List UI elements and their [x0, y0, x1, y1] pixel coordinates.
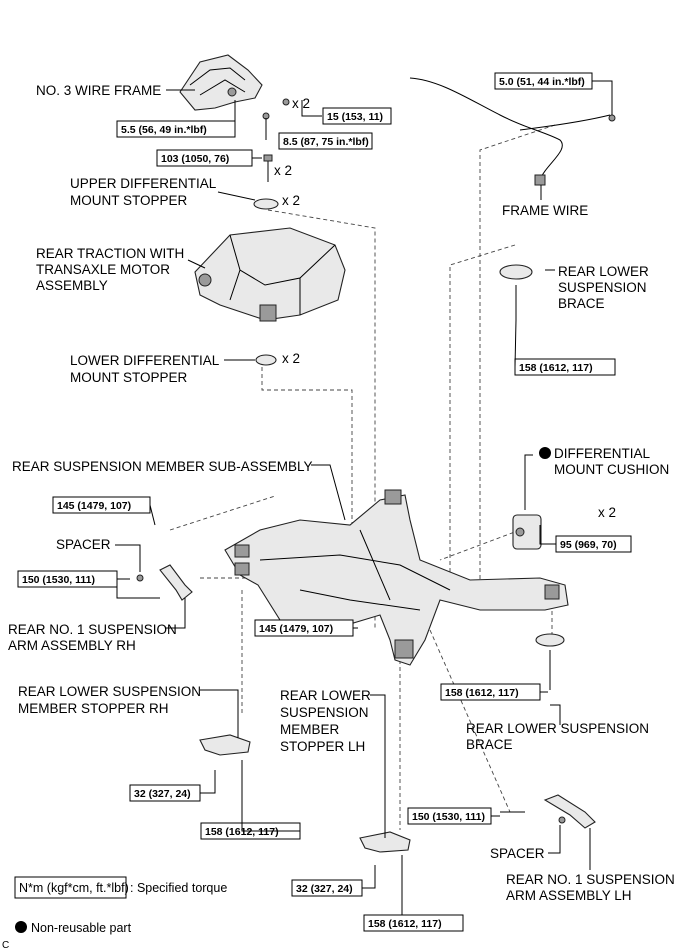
label-stopper-lh-4: STOPPER LH	[280, 739, 365, 754]
torque-150-rh: 150 (1530, 111)	[22, 574, 95, 586]
label-brace-top-2: SUSPENSION	[558, 280, 647, 295]
label-rear-traction-1: REAR TRACTION WITH	[36, 246, 184, 261]
label-brace-top-3: BRACE	[558, 296, 605, 311]
mult-95: x 2	[598, 505, 616, 520]
torque-95: 95 (969, 70)	[560, 539, 617, 551]
mult-lower: x 2	[282, 351, 300, 366]
brace-bottom	[535, 633, 565, 690]
label-upper-diff-stopper-2: MOUNT STOPPER	[70, 193, 188, 208]
label-spacer-top: SPACER	[56, 537, 111, 552]
torque-boxes	[14, 72, 632, 932]
label-brace-top-1: REAR LOWER	[558, 264, 649, 279]
label-stopper-lh-1: REAR LOWER	[280, 688, 371, 703]
label-arm-rh-2: ARM ASSEMBLY RH	[8, 638, 136, 653]
arm-lh	[500, 794, 596, 829]
legend-torque-desc: : Specified torque	[130, 881, 227, 895]
torque-158-right: 158 (1612, 117)	[445, 687, 519, 699]
bolt-103	[263, 154, 273, 182]
lower-stopper-washer	[255, 354, 277, 366]
torque-15: 15 (153, 11)	[327, 111, 383, 123]
label-arm-lh-2: ARM ASSEMBLY LH	[506, 888, 632, 903]
torque-103: 103 (1050, 76)	[161, 153, 229, 165]
label-upper-diff-stopper-1: UPPER DIFFERENTIAL	[70, 176, 217, 191]
label-stopper-rh-2: MEMBER STOPPER RH	[18, 701, 169, 716]
mult-upper: x 2	[282, 193, 300, 208]
frame-wire	[409, 77, 616, 186]
nonreusable-legend-icon	[15, 921, 27, 933]
torque-32-lh: 32 (327, 24)	[296, 883, 353, 895]
torque-158-top: 158 (1612, 117)	[519, 362, 593, 374]
mult-103: x 2	[274, 163, 292, 178]
diff-mount-cushion	[512, 514, 542, 550]
label-rear-traction-2: TRANSAXLE MOTOR	[36, 262, 170, 277]
label-brace-bot-2: BRACE	[466, 737, 513, 752]
label-rear-traction-3: ASSEMBLY	[36, 278, 108, 293]
label-lower-diff-stopper-2: MOUNT STOPPER	[70, 370, 188, 385]
traction-motor-assembly	[194, 227, 346, 322]
torque-150-lh: 150 (1530, 111)	[412, 811, 485, 823]
torque-158-rh: 158 (1612, 117)	[205, 826, 279, 838]
brace-top	[499, 264, 533, 320]
mult-15: x 2	[292, 96, 310, 111]
torque-values: 5.5 (56, 49 in.*lbf) 15 (153, 11) 8.5 (8…	[22, 76, 617, 930]
label-frame-wire: FRAME WIRE	[502, 203, 588, 218]
torque-145-top: 145 (1479, 107)	[57, 500, 131, 512]
stopper-lh	[359, 831, 411, 900]
label-arm-lh-1: REAR NO. 1 SUSPENSION	[506, 872, 675, 887]
torque-55: 5.5 (56, 49 in.*lbf)	[121, 124, 207, 136]
label-stopper-lh-2: SUSPENSION	[280, 705, 369, 720]
legend: N*m (kgf*cm, ft.*lbf) : Specified torque…	[2, 881, 227, 951]
label-diff-cushion-1: DIFFERENTIAL	[554, 446, 651, 461]
legend-nonreusable: Non-reusable part	[31, 921, 132, 935]
upper-stopper-washer	[253, 198, 279, 210]
torque-50: 5.0 (51, 44 in.*lbf)	[499, 76, 585, 88]
corner-mark: C	[2, 940, 9, 951]
nonreusable-marker-icon	[539, 447, 551, 459]
leader-lines	[115, 80, 613, 915]
part-labels: NO. 3 WIRE FRAME UPPER DIFFERENTIAL MOUN…	[8, 83, 675, 903]
label-lower-diff-stopper-1: LOWER DIFFERENTIAL	[70, 353, 220, 368]
label-arm-rh-1: REAR NO. 1 SUSPENSION	[8, 622, 177, 637]
label-rear-susp-member: REAR SUSPENSION MEMBER SUB-ASSEMBLY	[12, 459, 313, 474]
torque-145-bot: 145 (1479, 107)	[259, 623, 333, 635]
no3-wire-frame	[179, 54, 290, 120]
label-no3-wire-frame: NO. 3 WIRE FRAME	[36, 83, 161, 98]
torque-85: 8.5 (87, 75 in.*lbf)	[283, 136, 369, 148]
torque-158-lh: 158 (1612, 117)	[368, 918, 442, 930]
torque-32-rh: 32 (327, 24)	[134, 788, 191, 800]
label-stopper-lh-3: MEMBER	[280, 722, 340, 737]
stopper-rh	[199, 734, 251, 800]
alignment-lines	[169, 124, 556, 830]
legend-torque-unit: N*m (kgf*cm, ft.*lbf)	[19, 881, 129, 895]
label-stopper-rh-1: REAR LOWER SUSPENSION	[18, 684, 201, 699]
label-spacer-bottom: SPACER	[490, 846, 545, 861]
multiplier-labels: x 2 x 2 x 2 x 2 x 2	[274, 96, 616, 520]
label-brace-bot-1: REAR LOWER SUSPENSION	[466, 721, 649, 736]
arm-rh	[136, 564, 193, 601]
label-diff-cushion-2: MOUNT CUSHION	[554, 462, 669, 477]
